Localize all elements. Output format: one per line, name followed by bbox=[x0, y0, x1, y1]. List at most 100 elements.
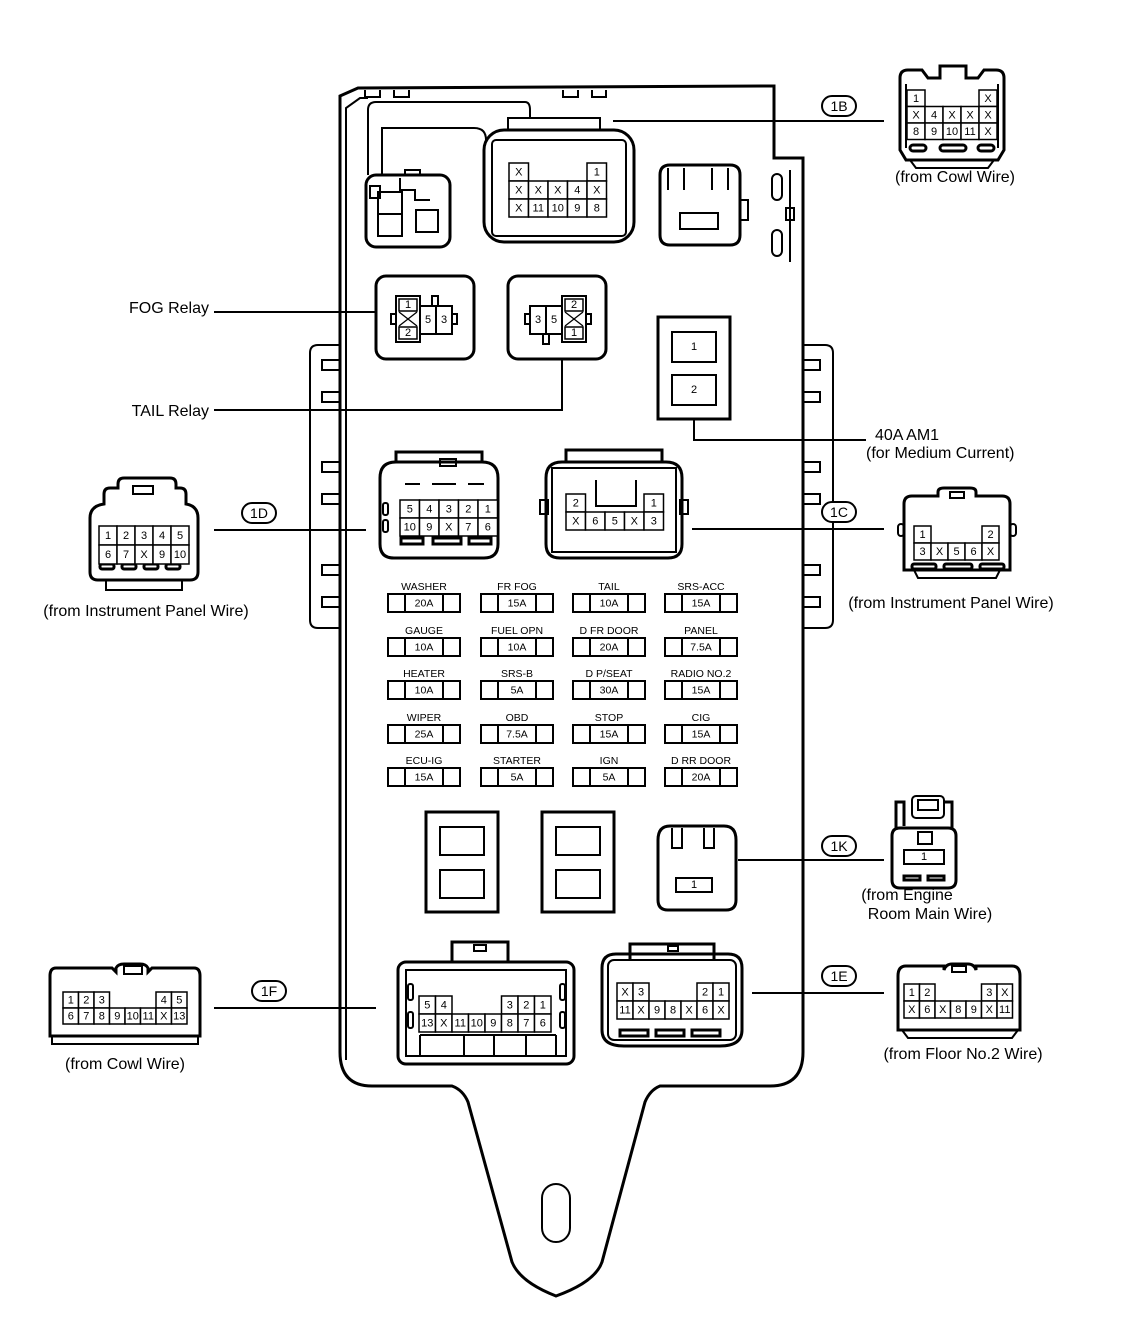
1f-wire-pin: 11 bbox=[143, 1011, 154, 1023]
1b-block-pin: X bbox=[515, 185, 523, 197]
1d-source-label: (from Instrument Panel Wire) bbox=[43, 603, 248, 620]
1b-wire-pin: 8 bbox=[913, 126, 919, 138]
1b-wire-pin: 1 bbox=[913, 93, 919, 105]
1k-wire-pin: 1 bbox=[921, 851, 927, 863]
1b-block-pin: X bbox=[535, 185, 543, 197]
harness-loop-inner bbox=[381, 127, 487, 175]
1c-block-pin: 6 bbox=[592, 516, 598, 528]
fog-pin: 5 bbox=[425, 314, 431, 326]
1c-wire-pin: 3 bbox=[919, 546, 925, 558]
fuse-amperage: 15A bbox=[600, 729, 619, 741]
tail-pin: 2 bbox=[571, 299, 577, 311]
1e-wire-pin: X bbox=[908, 1004, 916, 1016]
svg-text:1K: 1K bbox=[830, 838, 848, 854]
1c-block-pin: 5 bbox=[612, 516, 618, 528]
1b-block-pin: X bbox=[515, 167, 523, 179]
fog-pin: 2 bbox=[405, 327, 411, 339]
1e-wire-pin: X bbox=[1001, 987, 1009, 999]
badge-1f: 1F bbox=[251, 980, 287, 1002]
1d-block-pin: 10 bbox=[404, 522, 416, 534]
am1-label-1: 40A AM1 bbox=[875, 427, 939, 444]
1f-wire-pin: X bbox=[160, 1011, 168, 1023]
badge-1c: 1C bbox=[821, 501, 857, 523]
1f-block-pin: 3 bbox=[507, 1000, 513, 1012]
1f-block-pin: 10 bbox=[471, 1018, 483, 1030]
1f-wire-pin: 3 bbox=[99, 995, 105, 1007]
fuse: SRS-B 5A bbox=[480, 668, 554, 700]
harness-loop bbox=[367, 101, 531, 175]
1d-wire-pin: 6 bbox=[105, 549, 111, 561]
1e-block-cell bbox=[712, 1000, 730, 1020]
fuse-amperage: 20A bbox=[415, 598, 434, 610]
1e-block-pin: 2 bbox=[702, 987, 708, 999]
1b-block-pin: 4 bbox=[574, 185, 580, 197]
1c-wire-pin: X bbox=[987, 546, 995, 558]
1e-wire-pin: 11 bbox=[999, 1004, 1010, 1016]
1c-wire-pin: 2 bbox=[987, 529, 993, 541]
1e-block-pin: X bbox=[717, 1005, 725, 1017]
1d-wire-pin: 1 bbox=[105, 530, 111, 542]
1d-block-cell bbox=[477, 517, 499, 537]
fuse-amperage: 15A bbox=[692, 598, 711, 610]
1e-block-pin: X bbox=[685, 1005, 693, 1017]
fuse-name: HEATER bbox=[403, 668, 445, 680]
fuse-name: RADIO NO.2 bbox=[671, 668, 732, 680]
1b-wire-pin: 4 bbox=[931, 109, 937, 121]
fog-pin: 3 bbox=[441, 314, 447, 326]
1f-block-pin: 7 bbox=[523, 1018, 529, 1030]
1f-wire-pin: 9 bbox=[114, 1011, 120, 1023]
fuse-amperage: 5A bbox=[511, 685, 524, 697]
1d-block-pin: 2 bbox=[465, 504, 471, 516]
1c-block-pin: X bbox=[631, 516, 639, 528]
tail-pin: 1 bbox=[571, 327, 577, 339]
1c-wire-cell bbox=[981, 542, 1000, 561]
fuse-name: OBD bbox=[506, 712, 529, 724]
fuse-name: SRS-ACC bbox=[677, 581, 725, 593]
1b-block-pin: 10 bbox=[552, 203, 564, 215]
1k-block-pin: 1 bbox=[691, 879, 697, 891]
1e-block-pin: 9 bbox=[654, 1005, 660, 1017]
1e-wire-cell bbox=[996, 1000, 1014, 1019]
1e-block-pin: X bbox=[637, 1005, 645, 1017]
fuse-amperage: 5A bbox=[511, 772, 524, 784]
1f-block-cell bbox=[533, 1013, 552, 1033]
1b-wire-pin: X bbox=[948, 109, 956, 121]
1e-wire-pin: X bbox=[939, 1004, 947, 1016]
socket-top-right bbox=[658, 163, 749, 247]
am1-slot-2: 2 bbox=[691, 384, 697, 396]
fuse-name: SRS-B bbox=[501, 668, 533, 680]
fuse-name: PANEL bbox=[684, 625, 718, 637]
1f-block-pin: 2 bbox=[523, 1000, 529, 1012]
connector-1k-wire: 1 bbox=[890, 795, 958, 890]
fuse-amperage: 10A bbox=[600, 598, 619, 610]
1d-block-pin: X bbox=[445, 522, 453, 534]
1e-wire-pin: 8 bbox=[955, 1004, 961, 1016]
1f-block-pin: 8 bbox=[507, 1018, 513, 1030]
blank-relay-socket-2 bbox=[540, 810, 616, 914]
1k-source-label-1: (from Engine bbox=[861, 887, 953, 904]
fuse-name: WIPER bbox=[407, 712, 442, 724]
1f-wire-pin: 10 bbox=[127, 1011, 139, 1023]
1d-block-pin: 4 bbox=[426, 504, 432, 516]
1e-block-pin: 1 bbox=[718, 987, 724, 999]
1f-block-pin: 6 bbox=[540, 1018, 546, 1030]
fuse-amperage: 10A bbox=[415, 685, 434, 697]
badge-1b: 1B bbox=[821, 95, 857, 117]
fuse-amperage: 30A bbox=[600, 685, 619, 697]
1d-wire-pin: 3 bbox=[141, 530, 147, 542]
1f-wire-pin: 6 bbox=[68, 1011, 74, 1023]
1b-wire-pin: X bbox=[984, 109, 992, 121]
1b-block-pin: 8 bbox=[594, 203, 600, 215]
1e-wire-pin: 1 bbox=[909, 987, 915, 999]
